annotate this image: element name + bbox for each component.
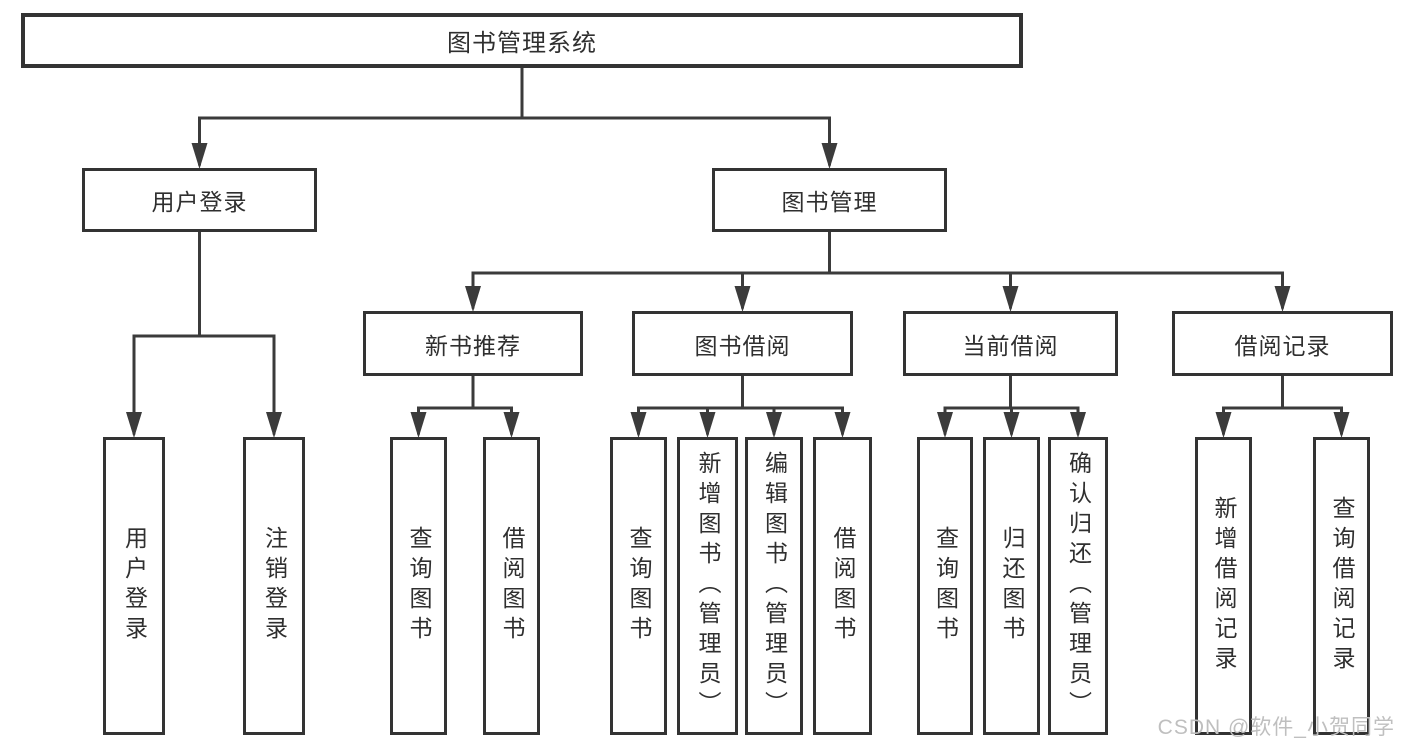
node-leaf-edit-books-admin: 编辑图书（管理员）: [745, 437, 803, 735]
node-label: 新增图书（管理员）: [695, 451, 721, 721]
node-leaf-add-borrow-record: 新增借阅记录: [1195, 437, 1252, 735]
node-label: 注销登录: [261, 526, 288, 646]
node-label: 归还图书: [999, 526, 1025, 646]
node-book-borrowing: 图书借阅: [632, 311, 853, 376]
node-leaf-confirm-return-admin: 确认归还（管理员）: [1048, 437, 1108, 735]
csdn-watermark: CSDN @软件_小贺同学: [1157, 716, 1395, 739]
node-leaf-return-books: 归还图书: [983, 437, 1040, 735]
node-leaf-query-books-recommend: 查询图书: [390, 437, 447, 735]
node-label: 新增借阅记录: [1211, 496, 1237, 676]
node-label: 借阅记录: [1234, 332, 1331, 359]
node-new-book-recommend: 新书推荐: [363, 311, 583, 376]
node-label: 当前借阅: [962, 332, 1059, 359]
node-user-login-branch: 用户登录: [82, 168, 317, 232]
node-label: 图书借阅: [694, 332, 791, 359]
node-leaf-query-books-current: 查询图书: [917, 437, 973, 735]
node-borrowing-records: 借阅记录: [1172, 311, 1393, 376]
node-leaf-logout: 注销登录: [243, 437, 305, 735]
node-label: 查询图书: [626, 526, 652, 646]
node-leaf-borrow-books-recommend: 借阅图书: [483, 437, 540, 735]
node-leaf-query-borrow-record: 查询借阅记录: [1313, 437, 1370, 735]
node-label: 编辑图书（管理员）: [761, 451, 788, 721]
node-leaf-borrow-books: 借阅图书: [813, 437, 872, 735]
node-label: 借阅图书: [830, 526, 856, 646]
node-label: 查询图书: [406, 526, 432, 646]
node-label: 查询借阅记录: [1329, 496, 1355, 676]
node-label: 用户登录: [121, 526, 148, 646]
node-label: 图书管理: [781, 189, 878, 215]
node-label: 确认归还（管理员）: [1065, 451, 1092, 721]
node-label: 查询图书: [932, 526, 959, 646]
node-label: 借阅图书: [499, 526, 525, 646]
node-leaf-add-books-admin: 新增图书（管理员）: [677, 437, 738, 735]
node-book-management-branch: 图书管理: [712, 168, 947, 232]
node-library-management-system: 图书管理系统: [21, 13, 1023, 68]
node-label: 图书管理系统: [447, 30, 597, 57]
node-leaf-user-login: 用户登录: [103, 437, 165, 735]
node-label: 新书推荐: [425, 332, 521, 359]
node-leaf-query-books: 查询图书: [610, 437, 667, 735]
node-current-borrowing: 当前借阅: [903, 311, 1118, 376]
node-label: 用户登录: [151, 189, 248, 215]
